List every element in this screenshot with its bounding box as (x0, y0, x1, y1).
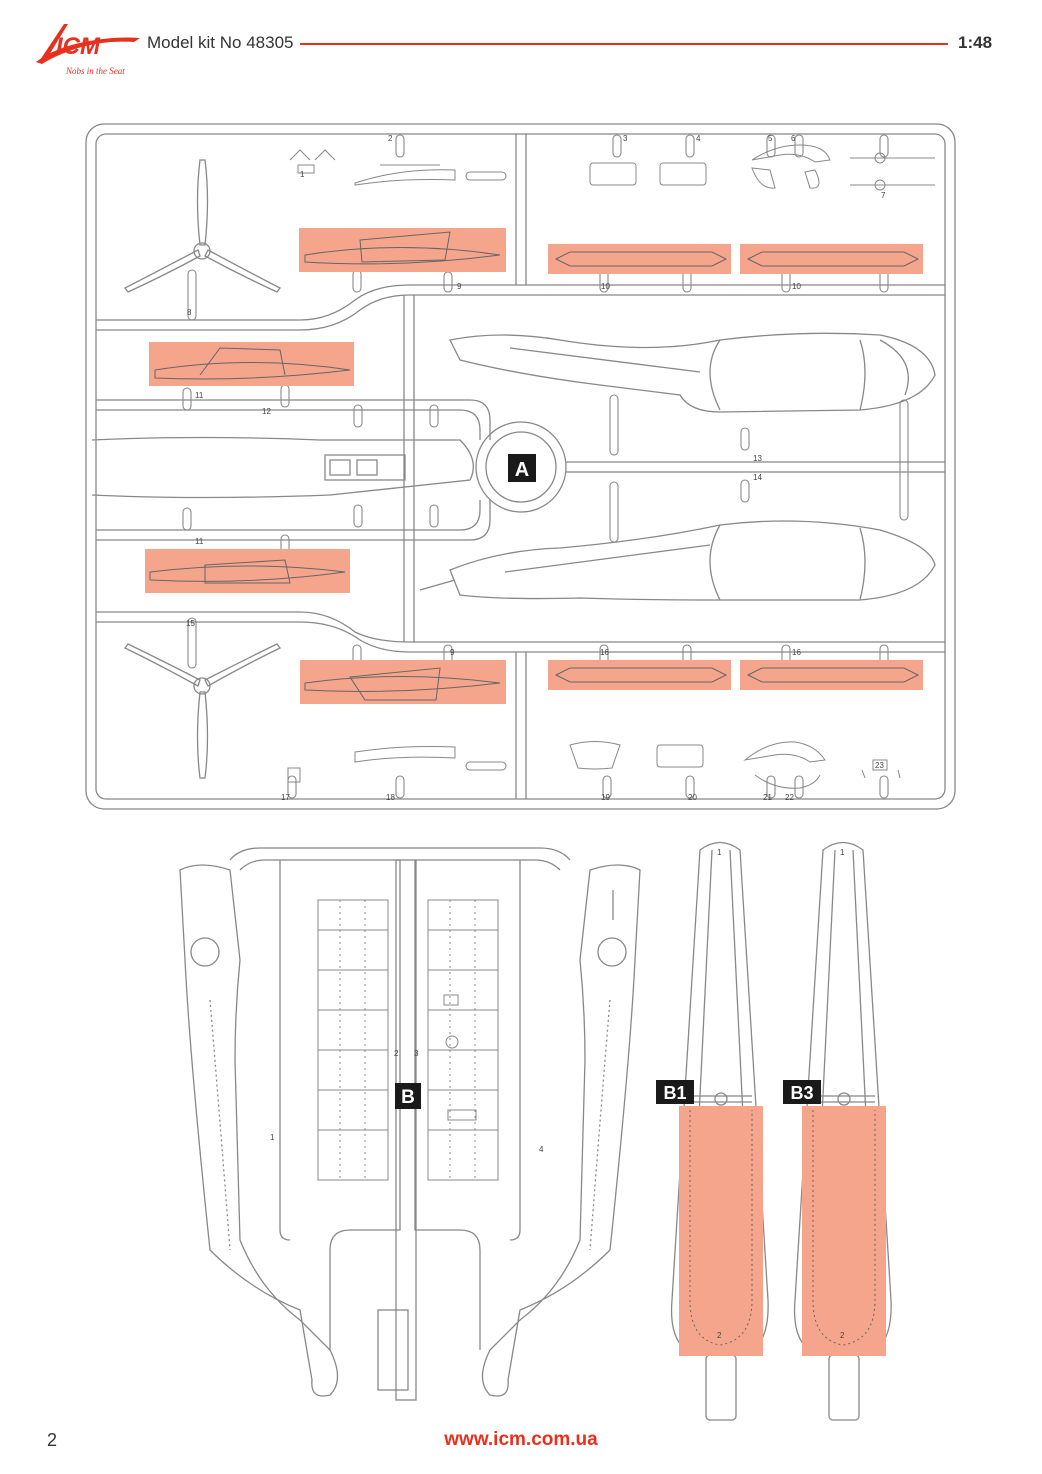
highlight-part-9-bottom (300, 660, 506, 704)
part-number: 16 (600, 648, 609, 657)
propeller-bottom (124, 643, 281, 779)
sprue-a-small-parts-bottom (287, 741, 901, 789)
part-number: 16 (792, 648, 801, 657)
part-number: 13 (753, 454, 762, 463)
header-divider (300, 43, 948, 45)
fuselage-half-bottom (419, 520, 936, 601)
page-header: ICM Nobs in the Seat Model kit No 48305 … (0, 0, 1042, 90)
sprue-a-frame (85, 123, 956, 810)
sprue-a-label: A (515, 459, 529, 481)
highlighted-part-outlines (149, 231, 920, 1346)
part-number: 23 (875, 761, 884, 770)
sprue-b1-label: B1 (663, 1083, 686, 1103)
part-number: 9 (450, 648, 455, 657)
fuselage-half-top (449, 332, 936, 413)
part-number: 11 (195, 537, 204, 546)
part-number: 10 (601, 282, 610, 291)
part-number: 5 (768, 134, 773, 143)
sprue-b3-label: B3 (790, 1083, 813, 1103)
part-number: 7 (881, 191, 886, 200)
highlighted-parts (145, 228, 923, 1356)
sprue-a-part-numbers: 1 2 3 4 5 6 7 8 9 10 10 11 12 13 14 11 1… (186, 134, 886, 802)
sprue-b-frame (229, 847, 571, 1401)
highlight-part-9-top (299, 228, 506, 272)
highlight-b1-lower (679, 1106, 763, 1356)
scale-label: 1:48 (958, 33, 993, 52)
sprue-b-part-numbers: 1 2 3 4 1 2 1 2 (270, 848, 845, 1340)
part-number: 3 (623, 134, 628, 143)
brand-tagline: Nobs in the Seat (65, 66, 125, 76)
part-number: 4 (696, 134, 701, 143)
part-number: 1 (300, 170, 305, 179)
part-number: 2 (388, 134, 393, 143)
part-number: 2 (840, 1331, 845, 1340)
sprue-b-panels (317, 899, 499, 1181)
sprue-b-label: B (401, 1087, 415, 1108)
part-number: 1 (717, 848, 722, 857)
part-number: 18 (386, 793, 395, 802)
part-number: 14 (753, 473, 762, 482)
part-number: 10 (792, 282, 801, 291)
highlight-part-11-bottom (145, 549, 350, 593)
website-link[interactable]: www.icm.com.ua (444, 1429, 598, 1450)
wing-half-left (179, 864, 339, 1397)
part-number: 21 (763, 793, 772, 802)
part-number: 1 (840, 848, 845, 857)
part-number: 9 (457, 282, 462, 291)
part-number: 22 (785, 793, 794, 802)
highlight-part-10-left (548, 244, 731, 274)
highlight-part-16-left (548, 660, 731, 690)
highlight-part-16-right (740, 660, 923, 690)
sprue-a-small-parts-top (289, 144, 935, 191)
part-number: 12 (262, 407, 271, 416)
part-number: 17 (281, 793, 290, 802)
part-number: 3 (414, 1049, 419, 1058)
part-number: 1 (270, 1133, 275, 1142)
wing-part-left-a (91, 436, 474, 499)
highlight-part-10-right (740, 244, 923, 274)
part-number: 19 (601, 793, 610, 802)
kit-title: Model kit No 48305 (147, 33, 294, 52)
highlight-b3-lower (802, 1106, 886, 1356)
brand-initials: ICM (56, 33, 101, 60)
part-number: 4 (539, 1145, 544, 1154)
part-number: 2 (394, 1049, 399, 1058)
icm-logo: ICM Nobs in the Seat (36, 24, 140, 76)
propeller-top (124, 159, 281, 293)
part-number: 8 (187, 308, 192, 317)
sprue-callouts: A B B1 B3 (395, 454, 821, 1109)
part-number: 15 (186, 619, 195, 628)
part-number: 2 (717, 1331, 722, 1340)
part-number: 11 (195, 391, 204, 400)
page-number: 2 (47, 1430, 58, 1450)
part-number: 6 (791, 134, 796, 143)
wing-half-right (481, 864, 641, 1397)
part-number: 20 (688, 793, 697, 802)
